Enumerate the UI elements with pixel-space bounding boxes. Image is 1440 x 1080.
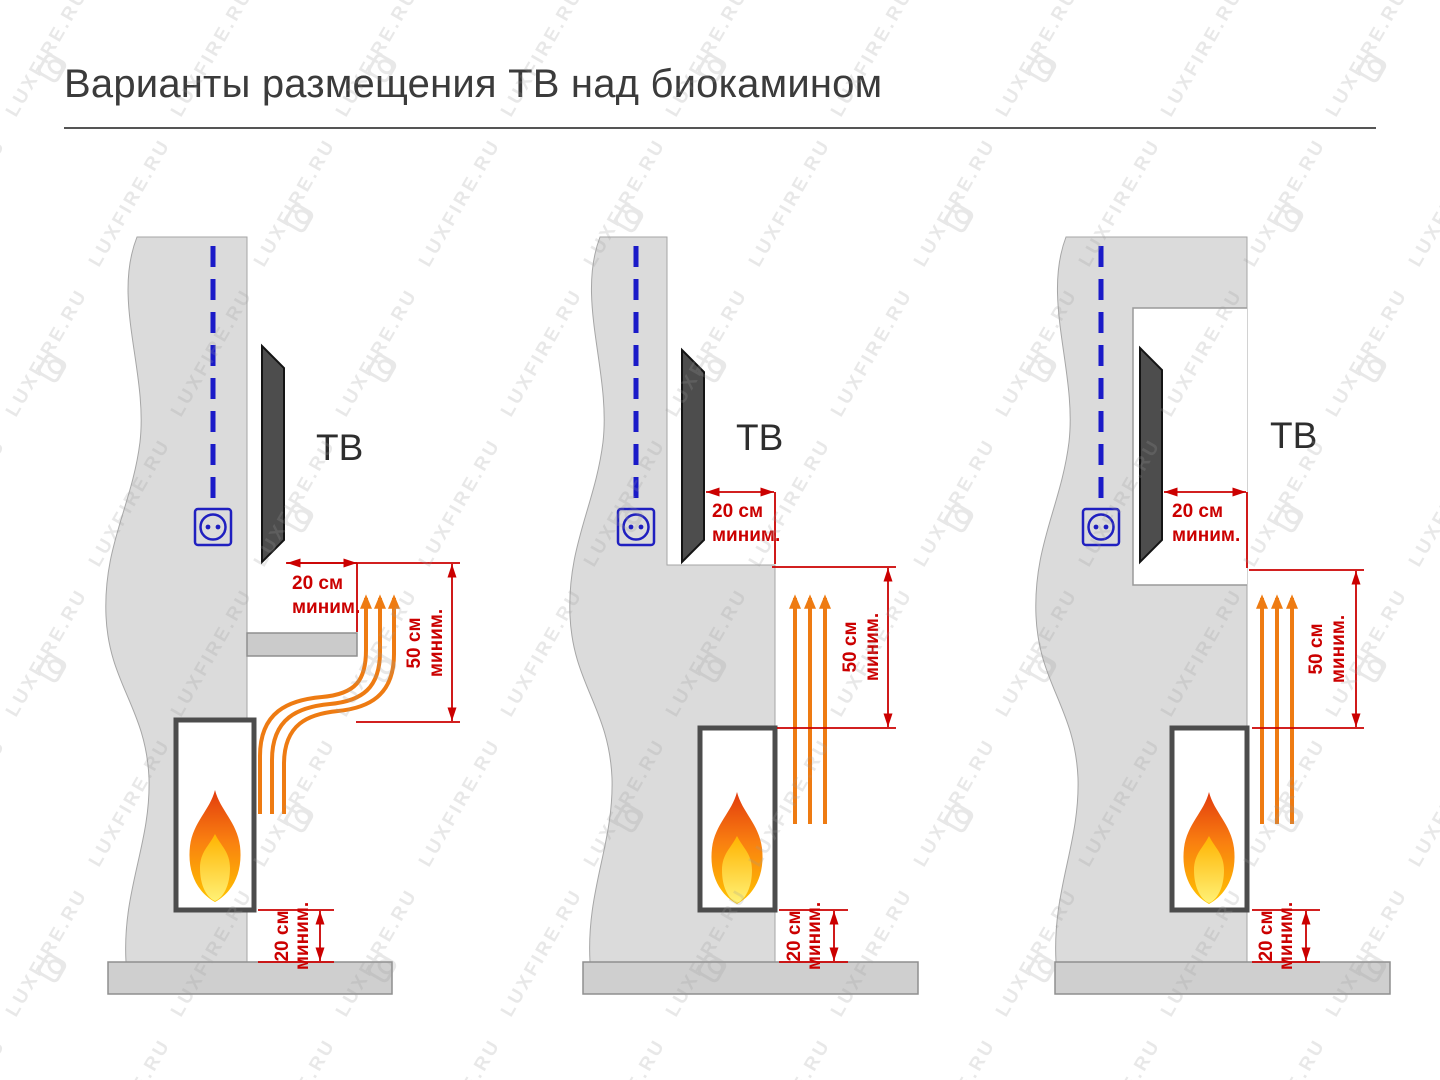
dimension-min-label: миним. [804,902,825,970]
dimension-value: 50 см [840,621,861,672]
dimension-value: 20 см [712,501,763,522]
dimension-tv-depth: 20 см миним. [286,558,460,632]
outlet-frame [616,507,656,547]
floor-slab [107,961,393,995]
dimension-min-label: миним. [1328,615,1349,683]
dimension-value: 50 см [1306,623,1327,674]
tv-label: ТВ [736,417,783,458]
outlet-pin [1093,524,1099,530]
heat-arrows [258,594,400,814]
dimension-fireplace-to-floor: 20 см миним. [258,902,334,970]
outlet-circle [199,513,227,541]
dimension-tv-depth: 20 см миним. [706,487,780,564]
dimension-min-label: миним. [712,525,780,546]
variant-2: ТВ 20 см миним. 50 см миним. [569,236,919,995]
dimension-fireplace-to-floor: 20 см миним. [779,902,848,970]
floor-slab [582,961,919,995]
dimension-tv-to-fireplace: 50 см миним. [772,566,896,729]
heat-arrow-icon [282,594,400,814]
dimension-value: 20 см [292,573,343,594]
dimension-value: 20 см [1172,501,1223,522]
dimension-min-label: миним. [862,613,883,681]
heat-arrows [789,594,831,824]
outlet-circle [622,513,650,541]
power-outlet-icon [616,507,656,547]
outlet-circle [1087,513,1115,541]
outlet-pin [628,524,634,530]
dimension-min-label: миним. [292,902,313,970]
heat-arrow-icon [270,594,386,814]
tv-side-view [1139,345,1163,565]
power-outlet-icon [1081,507,1121,547]
dimension-min-label: миним. [1172,525,1240,546]
dimension-tv-to-fireplace: 50 см миним. [1249,569,1364,729]
tv-side-view [681,347,705,565]
outlet-pin [215,524,221,530]
dimension-value: 50 см [404,617,425,668]
outlet-frame [1081,507,1121,547]
dimension-tv-depth: 20 см миним. [1164,487,1248,568]
floor-slab [1054,961,1391,995]
heat-arrow-icon [258,594,372,814]
title-underline [64,127,1376,129]
variant-3: ТВ 20 см миним. 50 см миним. [1035,236,1391,995]
tv-label: ТВ [316,427,363,468]
dimension-min-label: миним. [1276,902,1297,970]
dimension-value: 20 см [1256,910,1277,961]
variant-1: ТВ 20 см миним. 50 см миним. [105,236,460,995]
outlet-pin [638,524,644,530]
outlet-pin [1103,524,1109,530]
dimension-min-label: миним. [292,597,360,618]
dimension-value: 20 см [784,910,805,961]
page-title: Варианты размещения ТВ над биокамином [64,62,883,106]
tv-side-view [261,343,285,565]
dimension-tv-to-fireplace: 50 см миним. [356,564,460,723]
dimension-fireplace-to-floor: 20 см миним. [1252,902,1320,970]
dimension-value: 20 см [272,910,293,961]
outlet-frame [193,507,233,547]
power-outlet-icon [193,507,233,547]
tv-label: ТВ [1270,415,1317,456]
mantel-shelf [246,632,358,657]
outlet-pin [205,524,211,530]
dimension-min-label: миним. [426,609,447,677]
heat-arrows [1256,594,1298,824]
